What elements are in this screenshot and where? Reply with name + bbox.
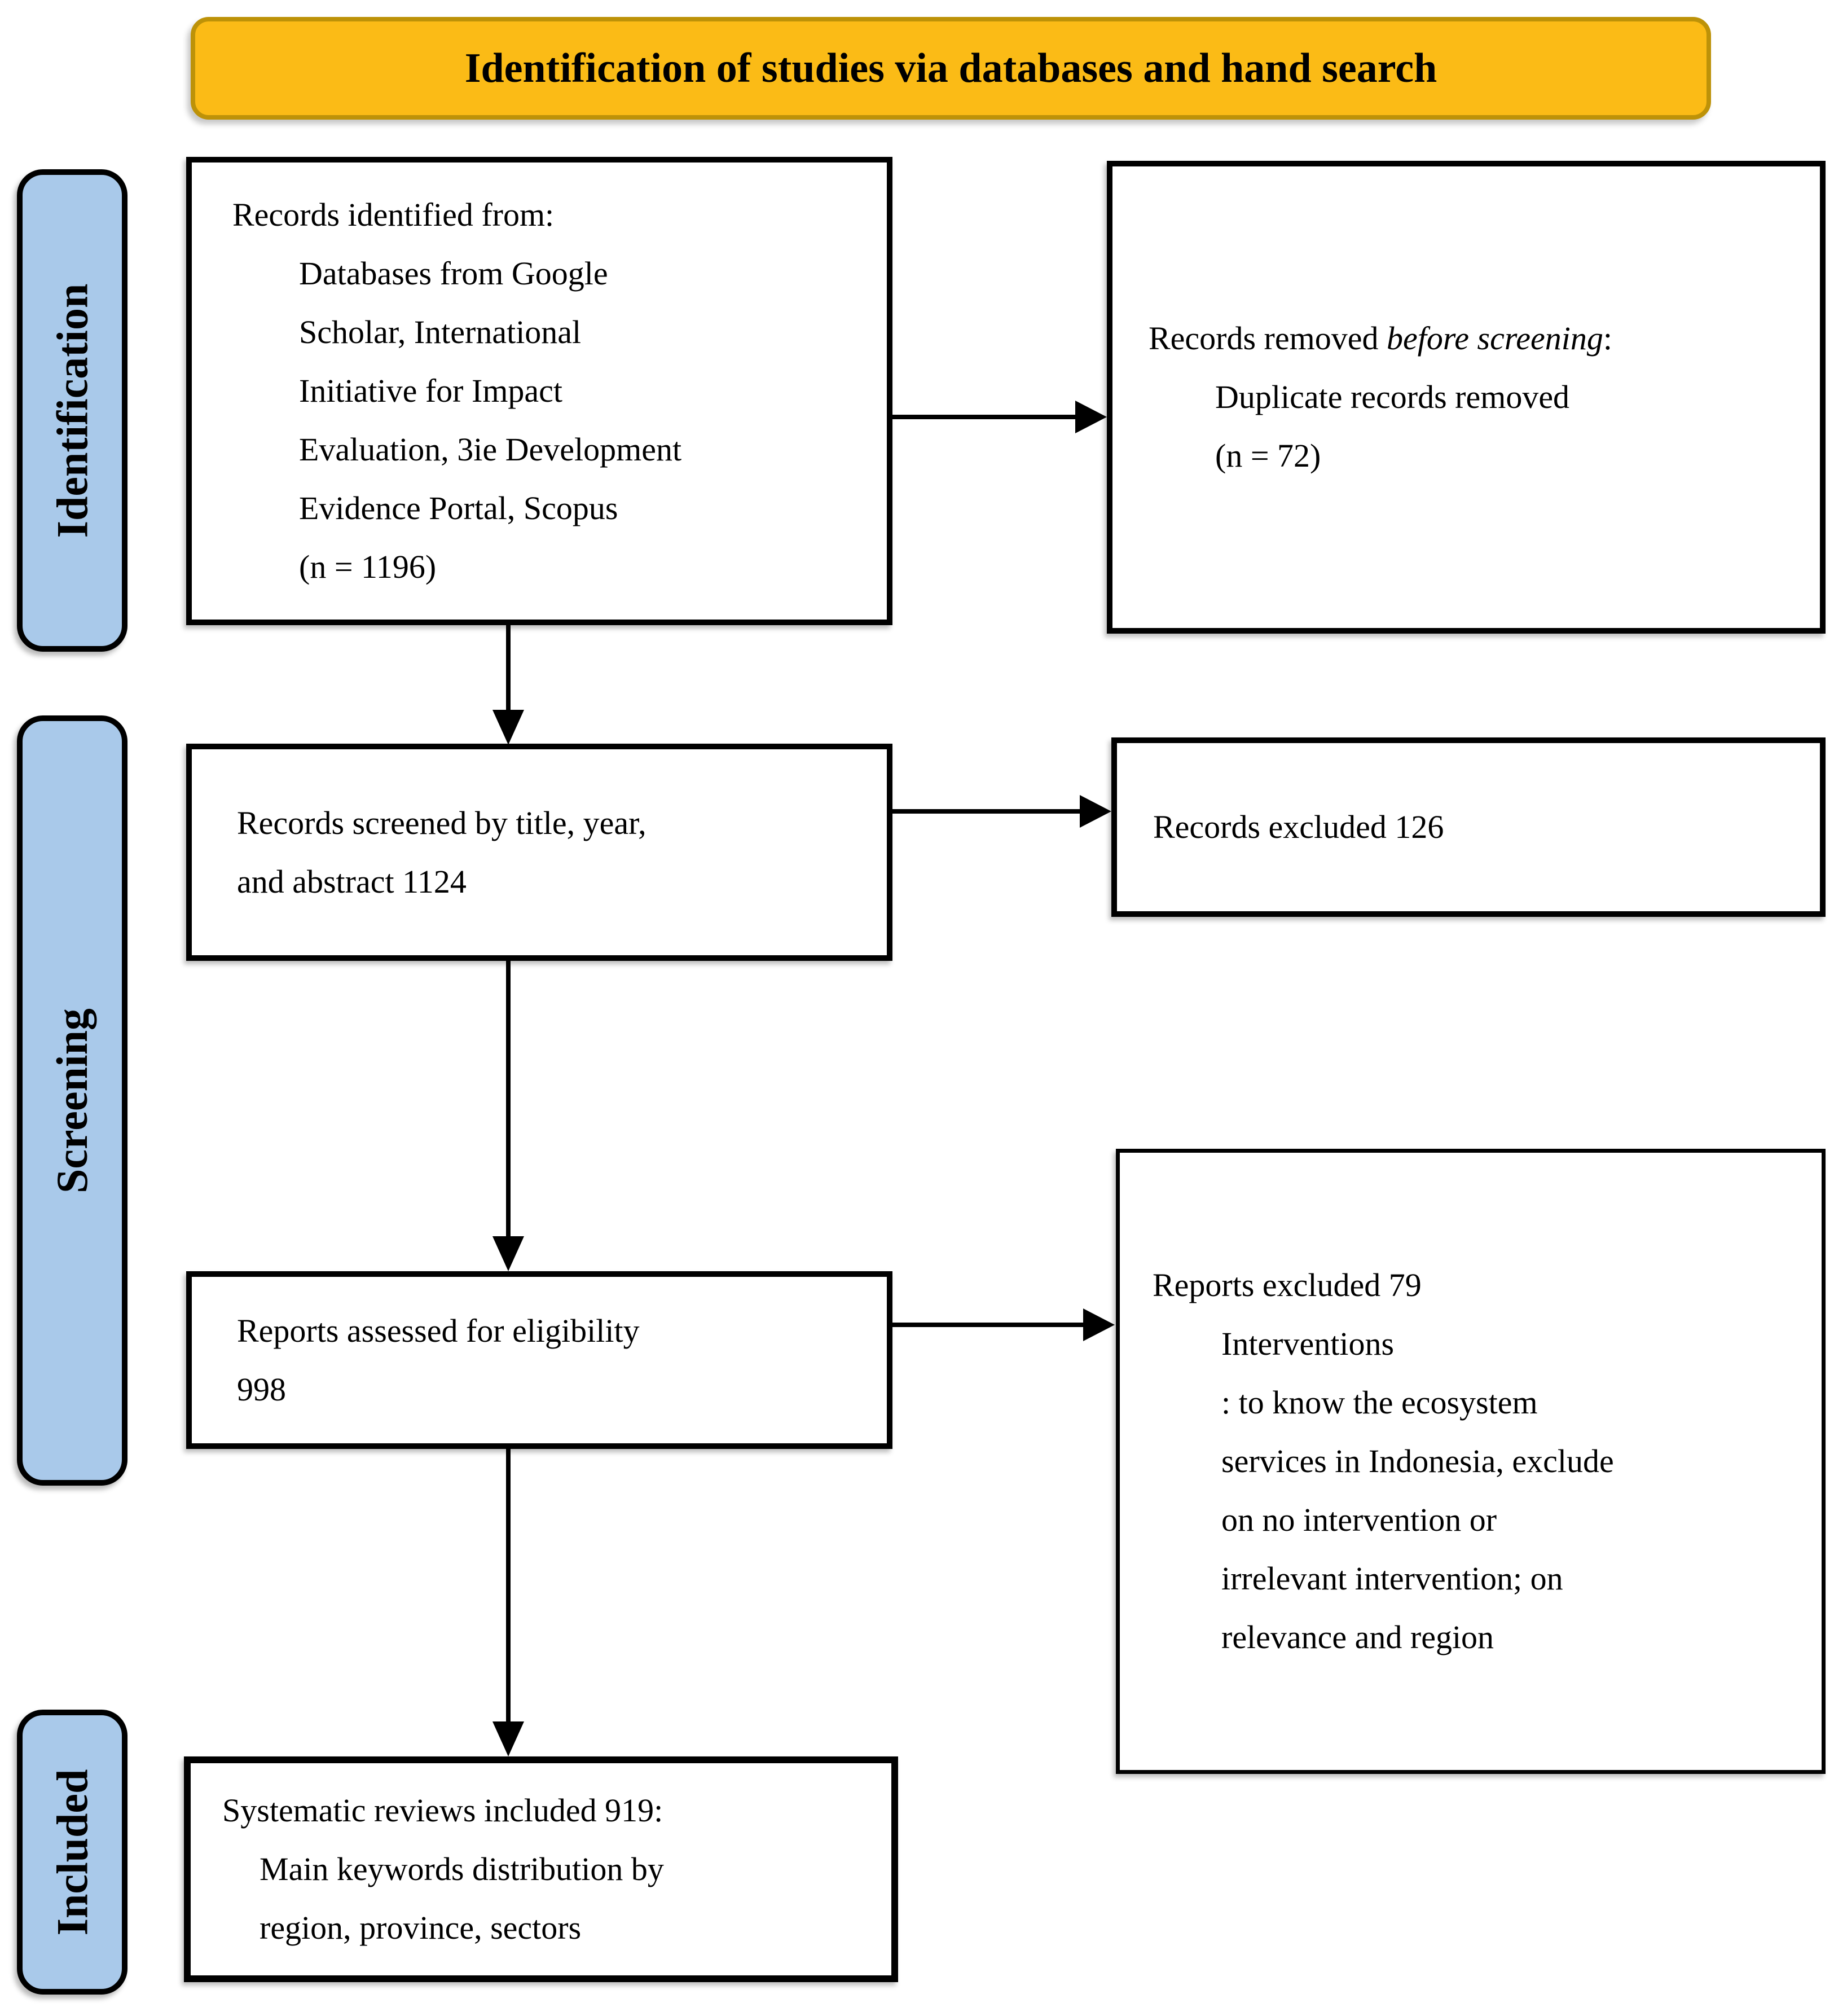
- arrow-identified-to-screened-line: [506, 625, 511, 711]
- reports-excluded-detail-3: services in Indonesia, exclude: [1221, 1443, 1614, 1479]
- arrow-assessed-to-included-head: [492, 1721, 524, 1756]
- box-records-removed: Records removed before screening: Duplic…: [1107, 161, 1826, 634]
- arrow-assessed-to-excluded-head: [1083, 1308, 1115, 1341]
- records-identified-detail-2: Scholar, International: [299, 314, 582, 350]
- records-identified-intro: Records identified from:: [232, 196, 555, 233]
- arrow-identified-to-removed-head: [1075, 401, 1107, 433]
- stage-tab-screening: Screening: [17, 715, 127, 1486]
- records-identified-detail-4: Evaluation, 3ie Development: [299, 431, 682, 468]
- reports-excluded-intro: Reports excluded 79: [1153, 1267, 1422, 1303]
- reports-excluded-detail-2: : to know the ecosystem: [1221, 1384, 1538, 1421]
- arrow-identified-to-removed-line: [892, 415, 1077, 419]
- box-reports-assessed: Reports assessed for eligibility 998: [186, 1271, 892, 1449]
- records-removed-intro-suffix: :: [1603, 320, 1612, 357]
- arrow-screened-to-excluded-head: [1080, 795, 1111, 828]
- arrow-screened-to-assessed-head: [492, 1236, 524, 1271]
- title-banner: Identification of studies via databases …: [191, 17, 1711, 120]
- records-removed-intro-italic: before screening: [1386, 320, 1603, 357]
- diagram-title: Identification of studies via databases …: [464, 45, 1437, 91]
- box-records-screened: Records screened by title, year, and abs…: [186, 744, 892, 961]
- box-records-excluded: Records excluded 126: [1111, 737, 1826, 917]
- arrow-screened-to-assessed-line: [506, 961, 511, 1237]
- records-identified-count: (n = 1196): [299, 548, 437, 585]
- records-excluded-text: Records excluded 126: [1153, 809, 1444, 845]
- stage-label-identification: Identification: [47, 283, 97, 538]
- records-screened-line-1: Records screened by title, year,: [237, 804, 646, 841]
- records-removed-count: (n = 72): [1215, 437, 1321, 474]
- arrow-identified-to-screened-head: [492, 710, 524, 745]
- arrow-assessed-to-included-line: [506, 1449, 511, 1723]
- stage-label-screening: Screening: [47, 1008, 97, 1193]
- records-identified-detail-3: Initiative for Impact: [299, 372, 563, 409]
- box-reports-excluded: Reports excluded 79 Interventions : to k…: [1116, 1149, 1826, 1774]
- records-removed-detail-1: Duplicate records removed: [1215, 379, 1570, 415]
- reports-assessed-line-1: Reports assessed for eligibility: [237, 1312, 640, 1349]
- records-identified-detail-1: Databases from Google: [299, 255, 608, 292]
- stage-label-included: Included: [47, 1769, 97, 1935]
- reports-assessed-count: 998: [237, 1371, 286, 1408]
- records-identified-detail-5: Evidence Portal, Scopus: [299, 490, 618, 526]
- box-records-identified: Records identified from: Databases from …: [186, 157, 892, 625]
- arrow-screened-to-excluded-line: [892, 809, 1081, 814]
- reviews-included-intro: Systematic reviews included 919:: [222, 1792, 663, 1829]
- reports-excluded-detail-6: relevance and region: [1221, 1619, 1494, 1655]
- reviews-included-detail-2: region, province, sectors: [260, 1909, 582, 1946]
- reports-excluded-detail-4: on no intervention or: [1221, 1501, 1497, 1538]
- box-reviews-included: Systematic reviews included 919: Main ke…: [184, 1756, 898, 1982]
- stage-tab-included: Included: [17, 1710, 127, 1995]
- reports-excluded-detail-5: irrelevant intervention; on: [1221, 1560, 1563, 1597]
- arrow-assessed-to-excluded-line: [892, 1323, 1084, 1327]
- reports-excluded-detail-1: Interventions: [1221, 1325, 1395, 1362]
- records-removed-intro-prefix: Records removed: [1149, 320, 1387, 357]
- records-removed-intro: Records removed before screening:: [1149, 309, 1803, 368]
- reviews-included-detail-1: Main keywords distribution by: [260, 1851, 664, 1887]
- stage-tab-identification: Identification: [17, 169, 127, 652]
- records-screened-line-2: and abstract 1124: [237, 863, 467, 900]
